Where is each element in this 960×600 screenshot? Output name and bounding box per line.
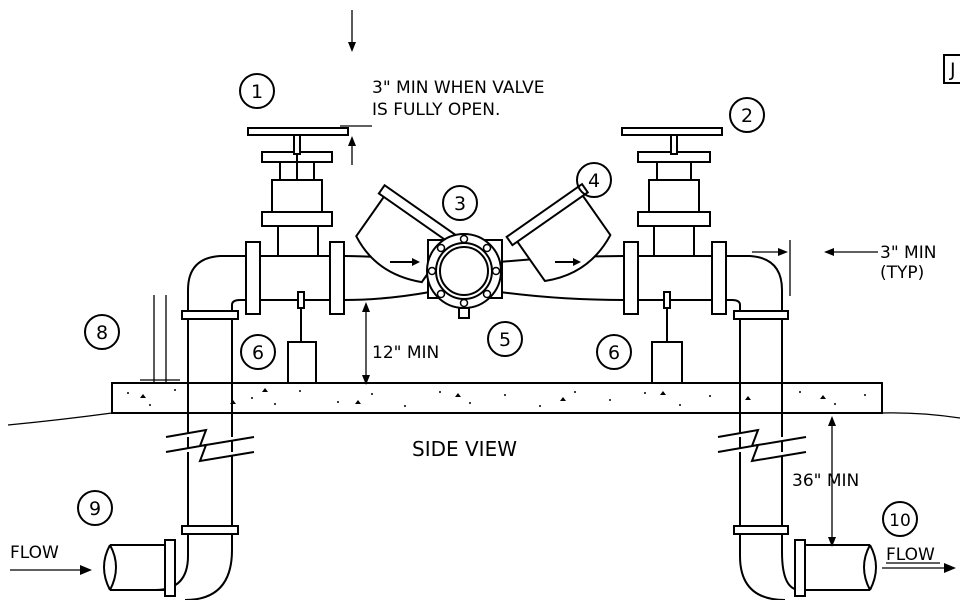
callout-6-left: 6 [240, 334, 276, 370]
corner-reference-box: J [943, 54, 960, 84]
callout-4: 4 [576, 162, 612, 198]
corner-box-label: J [949, 59, 956, 81]
valve-clearance-note-line2: IS FULLY OPEN. [372, 100, 500, 120]
callout-10: 10 [882, 501, 918, 537]
callout-3: 3 [442, 185, 478, 221]
callout-4-label: 4 [588, 170, 600, 192]
dimension-lines [10, 10, 956, 575]
callout-2-label: 2 [741, 105, 753, 127]
callout-10-label: 10 [889, 511, 911, 531]
callout-8: 8 [84, 314, 120, 350]
callout-9-label: 9 [89, 498, 101, 520]
pipe-clearance-note: 12" MIN [372, 343, 439, 363]
ground-line [7, 412, 960, 426]
callout-6-right-label: 6 [608, 342, 620, 364]
left-riser-pipe [103, 255, 255, 600]
valve-assembly [245, 127, 727, 384]
valve-clearance-note-line1: 3" MIN WHEN VALVE [372, 78, 544, 98]
bury-depth-note: 36" MIN [792, 471, 859, 491]
flow-in-label: FLOW [10, 543, 59, 563]
callout-1-label: 1 [251, 81, 263, 103]
callout-8-label: 8 [96, 322, 108, 344]
callout-1: 1 [239, 73, 275, 109]
callout-6-left-label: 6 [252, 342, 264, 364]
callout-2: 2 [729, 97, 765, 133]
callout-5-label: 5 [499, 329, 511, 351]
callout-3-label: 3 [454, 193, 466, 215]
view-title: SIDE VIEW [412, 437, 517, 461]
concrete-slab [111, 382, 883, 414]
callout-9: 9 [77, 490, 113, 526]
side-clearance-note-line1: 3" MIN [880, 243, 936, 263]
side-clearance-note-line2: (TYP) [880, 263, 924, 283]
callout-5: 5 [487, 321, 523, 357]
callout-6-right: 6 [596, 334, 632, 370]
right-riser-pipe [717, 255, 877, 600]
flow-out-label: FLOW [886, 545, 935, 565]
